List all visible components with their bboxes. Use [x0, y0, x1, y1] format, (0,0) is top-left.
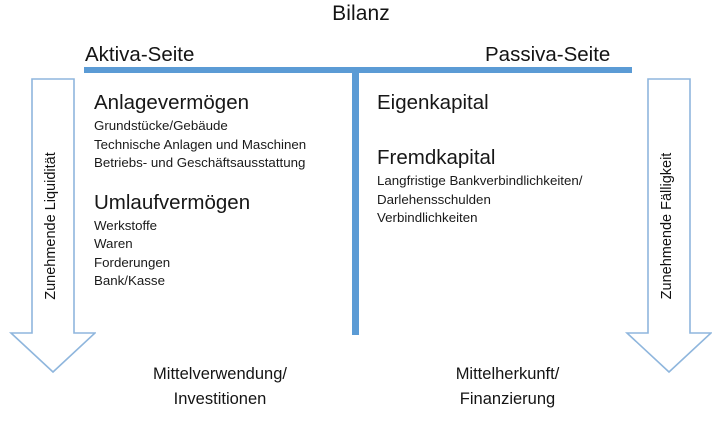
maturity-arrow: Zunehmende Fälligkeit [622, 78, 712, 374]
list-item: Technische Anlagen und Maschinen [94, 136, 307, 152]
list-item: Waren [94, 236, 133, 251]
group-title-umlaufvermoegen: Umlaufvermögen [94, 190, 251, 214]
group-title-fremdkapital: Fremdkapital [377, 146, 496, 169]
list-item: Verbindlichkeiten [377, 210, 478, 225]
liquidity-arrow-label: Zunehmende Liquidität [43, 152, 59, 300]
group-title-eigenkapital: Eigenkapital [377, 91, 489, 114]
assets-fixed-items: Grundstücke/Gebäude Technische Anlagen u… [94, 117, 349, 173]
liabilities-column: Eigenkapital Fremdkapital Langfristige B… [377, 90, 642, 228]
list-item: Forderungen [94, 254, 171, 270]
assets-column: Anlagevermögen Grundstücke/Gebäude Techn… [94, 90, 349, 291]
liabilities-caption: Mittelherkunft/ Finanzierung [375, 362, 640, 412]
diagram-title: Bilanz [332, 2, 390, 25]
list-item: Grundstücke/Gebäude [94, 118, 228, 133]
liabilities-side-heading: Passiva-Seite [485, 43, 611, 66]
liabilities-caption-line2: Finanzierung [459, 390, 556, 408]
assets-current-items: Werkstoffe Waren Forderungen Bank/Kasse [94, 217, 349, 291]
assets-caption-line1: Mittelverwendung/ [153, 365, 287, 383]
list-item: Bank/Kasse [94, 273, 165, 288]
assets-caption-line2: Investitionen [173, 390, 267, 408]
list-item: Werkstoffe [94, 217, 158, 233]
liabilities-debt-items: Langfristige Bankverbindlichkeiten/ Darl… [377, 172, 642, 228]
liquidity-arrow: Zunehmende Liquidität [6, 78, 96, 374]
list-item: Darlehensschulden [377, 191, 491, 207]
assets-caption: Mittelverwendung/ Investitionen [95, 362, 345, 412]
maturity-arrow-label: Zunehmende Fälligkeit [659, 152, 675, 300]
vertical-divider-rule [352, 67, 359, 335]
down-arrow-icon [624, 78, 712, 374]
assets-side-heading: Aktiva-Seite [85, 43, 195, 66]
list-item: Betriebs- und Geschäftsausstattung [94, 155, 306, 170]
liabilities-caption-line1: Mittelherkunft/ [455, 365, 560, 383]
group-title-anlagevermoegen: Anlagevermögen [94, 91, 249, 114]
down-arrow-icon [8, 78, 96, 374]
list-item: Langfristige Bankverbindlichkeiten/ [377, 173, 583, 188]
